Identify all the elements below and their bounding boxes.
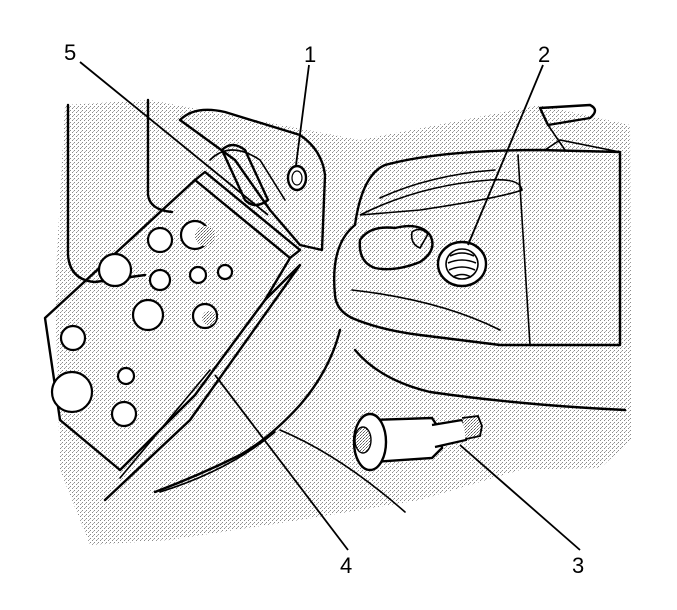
arm-seam: [517, 154, 531, 346]
leader-5: [79, 61, 269, 216]
callout-1: 1: [304, 42, 316, 67]
leader-4: [214, 374, 349, 551]
lower-arm: [153, 328, 342, 494]
control-arm: [333, 148, 622, 347]
callout-3: 3: [572, 553, 584, 578]
callout-4: 4: [340, 553, 352, 578]
plate-shadow-line: [119, 369, 211, 479]
frame-member-edge: [146, 98, 174, 214]
plate-holes: [50, 219, 234, 428]
frame-member: [66, 103, 147, 284]
lower-arm-edge: [353, 348, 627, 412]
leader-lines: [79, 61, 581, 551]
mounting-bracket: [178, 108, 327, 252]
leader-1: [295, 64, 310, 166]
lower-contour-a: [279, 429, 406, 513]
arm-contour-b: [351, 289, 501, 331]
leader-2: [467, 64, 544, 246]
upper-link-post: [547, 124, 566, 151]
perforated-plate: [43, 178, 292, 472]
callout-2: 2: [538, 42, 550, 67]
bracket-hole-1: [286, 164, 308, 192]
bushing-tab: [410, 228, 429, 250]
callout-5: 5: [64, 40, 76, 65]
bracket-slot: [220, 143, 270, 207]
background-shading: [55, 100, 632, 545]
threaded-hole-2: [436, 240, 488, 288]
leader-3: [459, 444, 581, 551]
bushing-lip: [358, 224, 434, 271]
arm-top-edge: [544, 139, 621, 153]
plate-flange: [193, 170, 302, 260]
plate-lower-edge: [103, 263, 302, 502]
shoulder-bolt-3: [352, 412, 483, 472]
arm-contour-a: [379, 169, 496, 199]
arm-upper-bevel: [359, 178, 523, 216]
upper-link: [538, 103, 597, 127]
bracket-inner-edge: [209, 149, 286, 201]
